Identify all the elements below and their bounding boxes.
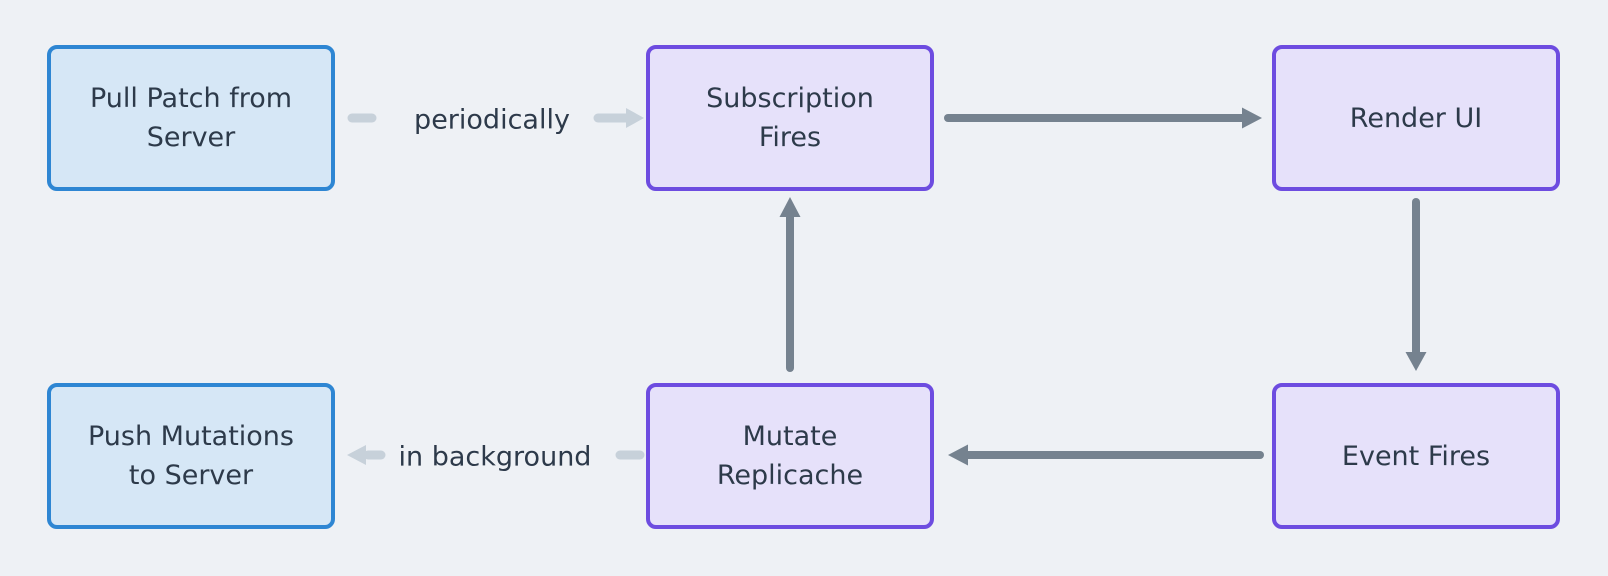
arrowhead-right-icon	[626, 108, 644, 128]
node-label: Subscription Fires	[706, 83, 874, 153]
arrowhead-down-icon	[1405, 352, 1427, 371]
arrowhead-up-icon	[779, 197, 801, 217]
edge-pull-to-subscription	[347, 108, 644, 128]
node-label: Push Mutations to Server	[87, 421, 294, 491]
arrowhead-right-icon	[1242, 107, 1262, 129]
node-label: Mutate Replicache	[716, 421, 864, 491]
arrowhead-left-icon	[347, 445, 366, 465]
node-subscription-fires: Subscription Fires	[646, 45, 934, 191]
node-pull-patch-from-server: Pull Patch from Server	[47, 45, 335, 191]
node-push-mutations-to-server: Push Mutations to Server	[47, 383, 335, 529]
node-event-fires: Event Fires	[1272, 383, 1560, 529]
node-render-ui: Render UI	[1272, 45, 1560, 191]
node-label: Render UI	[1349, 102, 1483, 134]
edge-subscription-to-render	[944, 107, 1262, 129]
node-mutate-replicache: Mutate Replicache	[646, 383, 934, 529]
arrowhead-left-icon	[948, 444, 968, 466]
node-label: Pull Patch from Server	[89, 83, 293, 153]
edge-render-to-event	[1405, 198, 1427, 371]
edge-mutate-to-push	[347, 445, 645, 465]
edge-label-in-background: in background	[398, 441, 592, 473]
edge-mutate-to-subscription	[779, 197, 801, 372]
node-label: Event Fires	[1341, 440, 1491, 472]
edge-event-to-mutate	[948, 444, 1264, 466]
edge-label-periodically: periodically	[414, 104, 570, 136]
